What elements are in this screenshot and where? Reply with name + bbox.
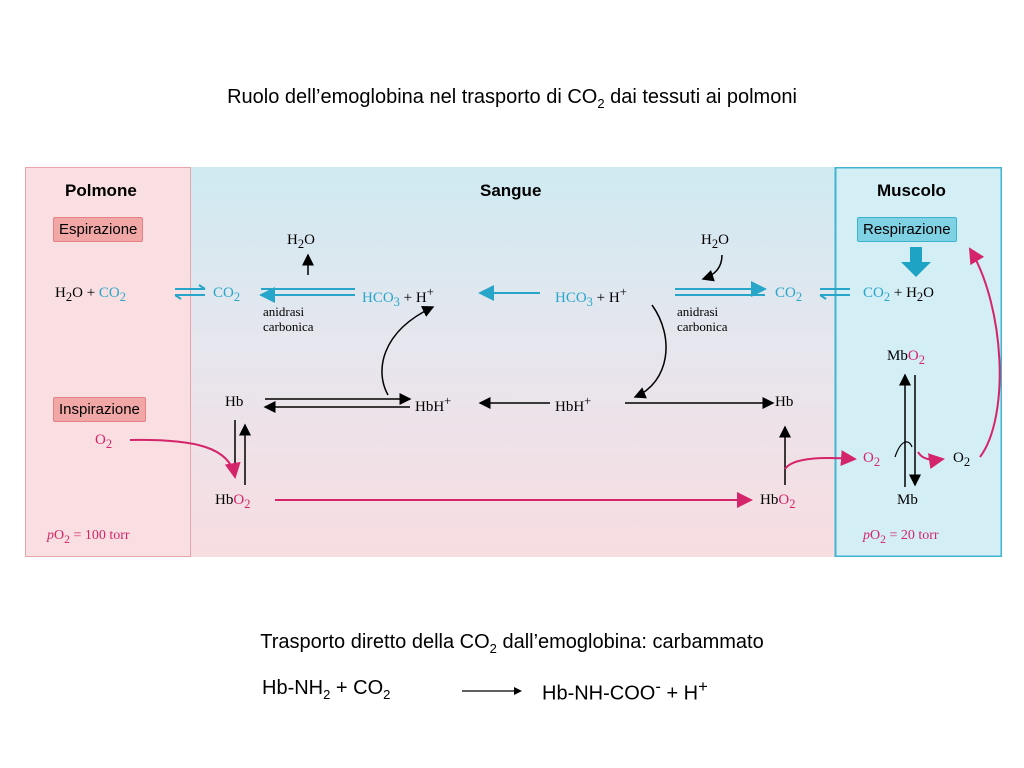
oxygen-to-respiration-arrow [917, 451, 945, 470]
respiration-down-arrow [901, 247, 931, 277]
enzyme-left-label: anidrasi carbonica [263, 304, 314, 334]
hbh-left: HbH+ [415, 394, 452, 415]
page-title: Ruolo dell’emoglobina nel trasporto di C… [0, 86, 1024, 111]
oxygen-consumed: O2 [953, 450, 971, 469]
hb-right: Hb [775, 394, 794, 410]
carbonic-anhydrase-arrows-left [259, 287, 355, 303]
transport-diagram: Polmone Sangue Muscolo Espirazione Inspi… [25, 167, 1002, 557]
title-tail: dai tessuti ai polmoni [604, 86, 797, 108]
muscle-oxygen-pressure: pO2 = 20 torr [863, 528, 939, 546]
myoglobin-oxy: MbO2 [887, 348, 925, 367]
carbonic-anhydrase-arrows-right [675, 281, 767, 297]
oxygen-release-arrow [784, 450, 857, 470]
water-left: H2O [287, 232, 315, 251]
enzyme-right-label: anidrasi carbonica [677, 304, 728, 334]
oxyhemoglobin-left: HbO2 [215, 492, 251, 511]
lung-water: H2O + CO2 [55, 285, 126, 304]
hbh-right: HbH+ [555, 394, 592, 415]
co2-exchange-arrows-right [819, 288, 850, 300]
carbamate-products: Hb-NH-COO- + H+ [542, 677, 708, 705]
co2-exchange-arrows-left [174, 284, 206, 300]
hb-left: Hb [225, 394, 244, 410]
respiration-box: Respirazione [857, 217, 957, 242]
title-text: Ruolo dell’emoglobina nel trasporto di C… [227, 86, 598, 108]
hb-protonation-arrows [263, 393, 412, 413]
blood-co2-left: CO2 [213, 285, 241, 304]
oxyhemoglobin-right: HbO2 [760, 492, 796, 511]
bicarbonate-left: HCO3 + H+ [362, 285, 434, 309]
carbamate-reaction-arrow [462, 687, 522, 695]
oxygen-to-mitochondria-curve [968, 247, 1001, 458]
muscle-header: Muscolo [877, 181, 946, 200]
oxygen-lung: O2 [95, 432, 113, 451]
muscle-co2-water: CO2 + H2O [863, 285, 934, 304]
water-uptake-arrow [701, 254, 723, 282]
inspiration-box: Inspirazione [53, 397, 146, 422]
oxygen-muscle: O2 [863, 450, 881, 469]
oxygen-uptake-arrow [129, 438, 241, 479]
carbamate-caption: Trasporto diretto della CO2 dall’emoglob… [260, 631, 764, 656]
blood-co2-right: CO2 [775, 285, 803, 304]
mb-binding-hook [894, 441, 913, 458]
carbamate-reactants: Hb-NH2 + CO2 [262, 677, 391, 702]
myoglobin: Mb [897, 492, 918, 508]
proton-binding-curve [633, 304, 667, 399]
title-sub: 2 [597, 96, 605, 111]
expiration-box: Espirazione [53, 217, 144, 242]
diagram-graphics [25, 167, 1002, 557]
water-right: H2O [701, 232, 729, 251]
lung-header: Polmone [65, 181, 137, 200]
blood-header: Sangue [480, 181, 542, 200]
proton-release-curve [381, 306, 435, 396]
bicarbonate-right: HCO3 + H+ [555, 285, 627, 309]
lung-oxygen-pressure: pO2 = 100 torr [47, 528, 130, 546]
